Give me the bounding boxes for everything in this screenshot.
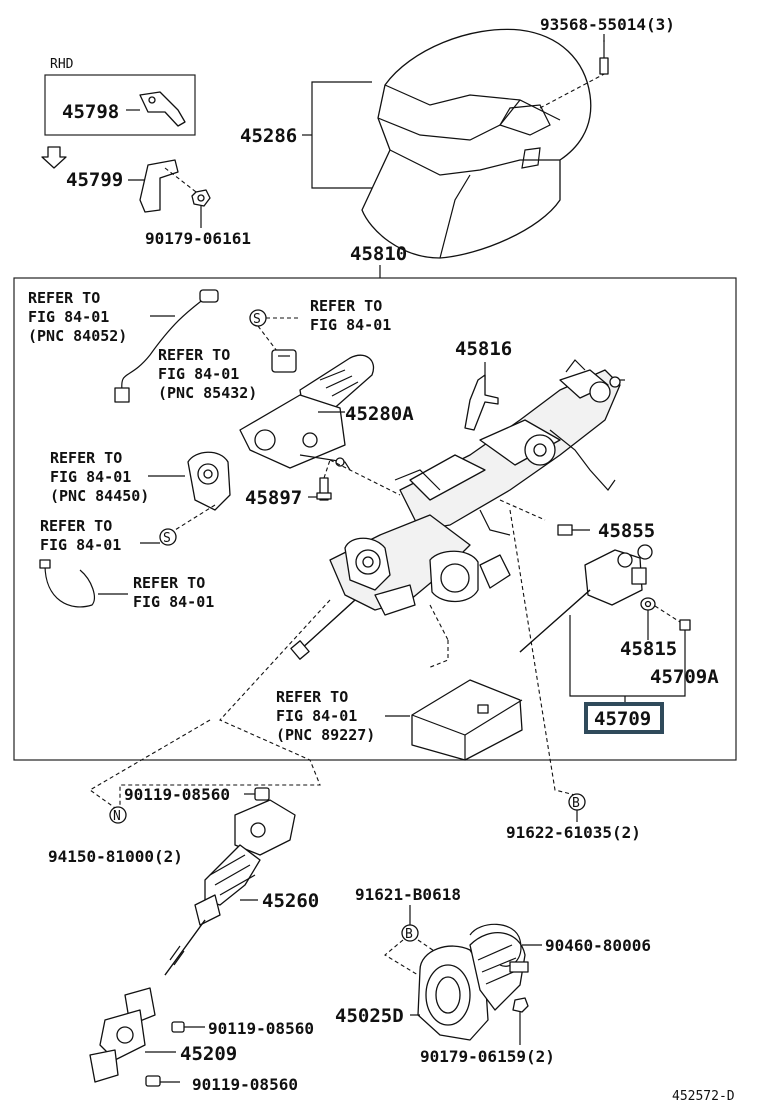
screw-93568[interactable]	[599, 40, 609, 75]
highlight-45709	[584, 702, 664, 734]
label-90179-06159: 90179-06159(2)	[420, 1047, 555, 1066]
label-45209: 45209	[180, 1043, 237, 1065]
ref3-line2: FIG 84-01	[158, 365, 239, 383]
ref2-line2: FIG 84-01	[310, 316, 391, 334]
label-45798: 45798	[62, 101, 119, 123]
tilt-lever-45709[interactable]	[519, 544, 653, 653]
bracket-45799[interactable]	[139, 159, 179, 213]
ref7-line2: FIG 84-01	[276, 707, 357, 725]
marker-n-text: N	[113, 809, 121, 824]
bolt-45897[interactable]	[316, 477, 332, 501]
bracket-45816[interactable]	[464, 374, 499, 431]
label-45286: 45286	[240, 125, 297, 147]
label-45897: 45897	[245, 487, 302, 509]
label-45855: 45855	[598, 520, 655, 542]
steering-column-assembly[interactable]	[290, 359, 625, 660]
label-90119-a: 90119-08560	[124, 785, 230, 804]
marker-n	[109, 806, 127, 824]
switch-assembly-45280a[interactable]	[239, 354, 375, 471]
ref5-line1: REFER TO	[40, 517, 112, 535]
label-93568: 93568-55014(3)	[540, 15, 675, 34]
marker-b-2-text: B	[405, 927, 413, 942]
boot-45025d[interactable]	[417, 932, 526, 1041]
rhd-inset-box	[44, 74, 196, 136]
ref3-line3: (PNC 85432)	[158, 384, 257, 402]
ref1-line3: (PNC 84052)	[28, 327, 127, 345]
ref4-line3: (PNC 84450)	[50, 487, 149, 505]
ref7-line1: REFER TO	[276, 688, 348, 706]
universal-joint-45209[interactable]	[89, 987, 156, 1083]
marker-s-1-text: S	[253, 312, 261, 327]
label-90179-06161: 90179-06161	[145, 229, 251, 248]
label-90119-c: 90119-08560	[192, 1075, 298, 1094]
label-45799: 45799	[66, 169, 123, 191]
sensor-wire-84052[interactable]	[114, 289, 219, 403]
ref1-line1: REFER TO	[28, 289, 100, 307]
label-91622: 91622-61035(2)	[506, 823, 641, 842]
ref2-line1: REFER TO	[310, 297, 382, 315]
clamp-band[interactable]	[39, 559, 95, 608]
bolt-90119-a[interactable]	[254, 787, 270, 801]
nut-90179-b[interactable]	[512, 997, 529, 1013]
ecu-89227[interactable]	[411, 679, 523, 761]
label-94150: 94150-81000(2)	[48, 847, 183, 866]
rhd-label: RHD	[50, 57, 74, 72]
washer-45815[interactable]	[640, 597, 656, 611]
ref1-line2: FIG 84-01	[28, 308, 109, 326]
bracket-45798[interactable]	[139, 91, 186, 127]
marker-b-1-text: B	[572, 796, 580, 811]
label-45810: 45810	[350, 243, 407, 265]
label-91621: 91621-B0618	[355, 885, 461, 904]
label-45709: 45709	[594, 708, 651, 730]
bolt-45855[interactable]	[557, 524, 590, 536]
ref6-line2: FIG 84-01	[133, 593, 214, 611]
diagram-id: 452572-D	[672, 1089, 735, 1104]
ref4-line2: FIG 84-01	[50, 468, 131, 486]
ref4-line1: REFER TO	[50, 449, 122, 467]
ref6-line1: REFER TO	[133, 574, 205, 592]
label-45816: 45816	[455, 338, 512, 360]
label-45280a: 45280A	[345, 403, 414, 425]
bolt-90119-c[interactable]	[145, 1075, 161, 1087]
clamp-90460[interactable]	[469, 923, 529, 973]
connector-85432[interactable]	[271, 349, 297, 373]
intermediate-shaft-45260[interactable]	[164, 799, 296, 976]
ref5-line2: FIG 84-01	[40, 536, 121, 554]
bolt-45709a[interactable]	[679, 619, 691, 668]
bolt-90119-b[interactable]	[171, 1021, 185, 1033]
marker-s-2	[159, 528, 177, 546]
label-45260: 45260	[262, 890, 319, 912]
label-45025d: 45025D	[335, 1005, 404, 1027]
ref7-line3: (PNC 89227)	[276, 726, 375, 744]
nut-90179-a[interactable]	[191, 189, 211, 207]
marker-s-2-text: S	[163, 531, 171, 546]
label-90460: 90460-80006	[545, 936, 651, 955]
assembly-box-45810	[13, 277, 737, 761]
marker-b-2	[401, 924, 419, 942]
column-cover-45286[interactable]	[361, 28, 592, 259]
spiral-cable-84450[interactable]	[187, 451, 231, 511]
arrow-icon	[41, 146, 67, 169]
ref3-line1: REFER TO	[158, 346, 230, 364]
label-45815: 45815	[620, 638, 677, 660]
label-90119-b: 90119-08560	[208, 1019, 314, 1038]
